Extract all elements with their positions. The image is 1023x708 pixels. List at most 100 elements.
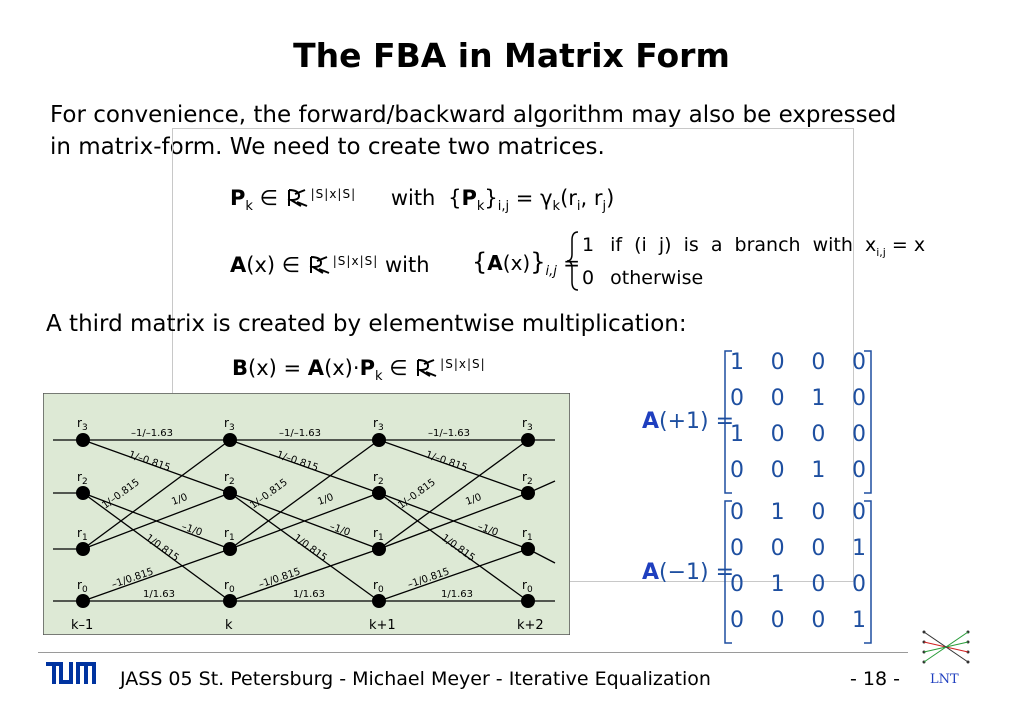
case1-val: 1 — [582, 234, 595, 256]
time-label-k: k — [225, 618, 233, 633]
equation-pk: Pk ∈ |S|x|S| with {Pk}i,j = γk(ri, rj) — [230, 186, 614, 214]
eq1-gamma-k: k — [552, 199, 561, 214]
svg-text:r1: r1 — [373, 526, 384, 543]
svg-text:r0: r0 — [373, 578, 384, 595]
matrix-plus-arg: (+1) = — [659, 409, 735, 434]
time-label-kp1: k+1 — [369, 618, 396, 633]
matrix-cell: 1 — [730, 422, 744, 447]
svg-text:–1/–1.63: –1/–1.63 — [428, 428, 470, 439]
matrix-cell: 0 — [851, 386, 866, 411]
svg-text:r3: r3 — [224, 416, 235, 433]
intro-paragraph: For convenience, the forward/backward al… — [50, 102, 897, 160]
matrix-cell: 0 — [811, 572, 826, 597]
eq1-rj: j — [602, 199, 607, 214]
eq1-k: k — [245, 199, 253, 214]
matrix-cell: 0 — [770, 350, 785, 375]
matrix-plus-A: A — [642, 409, 660, 434]
time-label-kp2: k+2 — [517, 618, 544, 633]
eq2-elem: ∈ — [281, 253, 301, 277]
lnt-logo: LNT — [918, 628, 974, 694]
eq1-lhs-P: P — [461, 186, 477, 210]
eq3-dims: |S|x|S| — [440, 357, 486, 371]
real-set-icon — [285, 188, 311, 208]
matrix-cell: 0 — [811, 536, 826, 561]
matrix-minus — [722, 498, 874, 650]
svg-text:r0: r0 — [77, 578, 88, 595]
svg-text:r0: r0 — [224, 578, 235, 595]
case2-val: 0 — [582, 267, 595, 289]
eq1-lhs-open: { — [448, 186, 462, 210]
matrix-cell: 0 — [811, 422, 826, 447]
page-number: - 18 - — [850, 668, 900, 690]
eq3-x: (x) = — [248, 356, 302, 380]
svg-text:–1/–1.63: –1/–1.63 — [279, 428, 321, 439]
eq1-close: ) — [606, 186, 615, 210]
eq3-B: B — [232, 356, 249, 380]
svg-text:1/1.63: 1/1.63 — [441, 589, 473, 600]
svg-text:r2: r2 — [522, 470, 533, 487]
eq1-dims: |S|x|S| — [310, 187, 357, 201]
case1-end: = x — [891, 234, 926, 256]
matrix-cell: 1 — [770, 500, 785, 525]
svg-text:r3: r3 — [522, 416, 533, 433]
eq1-lhs-idx: i,j — [497, 199, 510, 214]
matrix-cell: 0 — [770, 386, 785, 411]
matrix-cell: 0 — [770, 536, 785, 561]
svg-text:1/1.63: 1/1.63 — [143, 589, 175, 600]
eq2-lhs-x: (x) — [502, 251, 531, 275]
eq2-lhs-A: A — [487, 251, 503, 275]
eq1-equals: = — [515, 186, 534, 210]
svg-text:r1: r1 — [224, 526, 235, 543]
svg-text:r2: r2 — [373, 470, 384, 487]
eq1-mid: , r — [580, 186, 603, 210]
matrix-cell: 0 — [730, 458, 744, 483]
svg-text:r2: r2 — [77, 470, 88, 487]
svg-text:–1/–1.63: –1/–1.63 — [131, 428, 173, 439]
matrix-cell: 0 — [770, 458, 785, 483]
matrix-plus-label: A(+1) = — [642, 409, 734, 434]
real-set-icon — [307, 255, 333, 275]
third-matrix-text: A third matrix is created by elementwise… — [46, 311, 687, 337]
case-2: 0 otherwise — [582, 267, 703, 289]
matrix-cell: 0 — [851, 422, 866, 447]
eq1-ri: i — [576, 199, 581, 214]
footer-divider — [38, 652, 908, 653]
eq1-elem: ∈ — [259, 186, 278, 210]
footer-text: JASS 05 St. Petersburg - Michael Meyer -… — [120, 668, 711, 690]
equation-ax: A(x) ∈ |S|x|S| with — [230, 253, 430, 277]
matrix-minus-arg: (−1) = — [659, 560, 735, 585]
eq2-A: A — [230, 253, 247, 277]
matrix-cell: 0 — [851, 458, 866, 483]
matrix-cell: 1 — [851, 608, 866, 633]
matrix-cell: 1 — [811, 458, 826, 483]
eq2-lhs: {A(x)}i,j = — [472, 248, 580, 279]
matrix-cell: 0 — [851, 500, 866, 525]
matrix-cell: 0 — [770, 422, 785, 447]
matrix-cell: 1 — [770, 572, 785, 597]
eq1-lhs-k: k — [476, 199, 485, 214]
matrix-cell: 0 — [811, 350, 826, 375]
case-1: 1 if (i j) is a branch with xi,j = x — [582, 234, 925, 259]
case1-idx: i,j — [876, 246, 886, 259]
eq3-A: A — [307, 356, 325, 380]
matrix-cell: 0 — [730, 572, 744, 597]
eq1-gamma: γ — [540, 186, 553, 210]
real-set-icon — [414, 358, 440, 378]
matrix-minus-A: A — [642, 560, 660, 585]
matrix-cell: 0 — [851, 350, 866, 375]
matrix-cell: 0 — [851, 572, 866, 597]
case1-text: if (i j) is a branch with x — [610, 234, 877, 256]
eq3-k: k — [374, 369, 383, 384]
matrix-cell: 1 — [851, 536, 866, 561]
svg-text:1/0: 1/0 — [316, 492, 335, 508]
matrix-cell: 0 — [811, 608, 826, 633]
eq2-lhs-idx: i,j — [545, 264, 557, 279]
eq2-dims: |S|x|S| — [332, 254, 379, 268]
